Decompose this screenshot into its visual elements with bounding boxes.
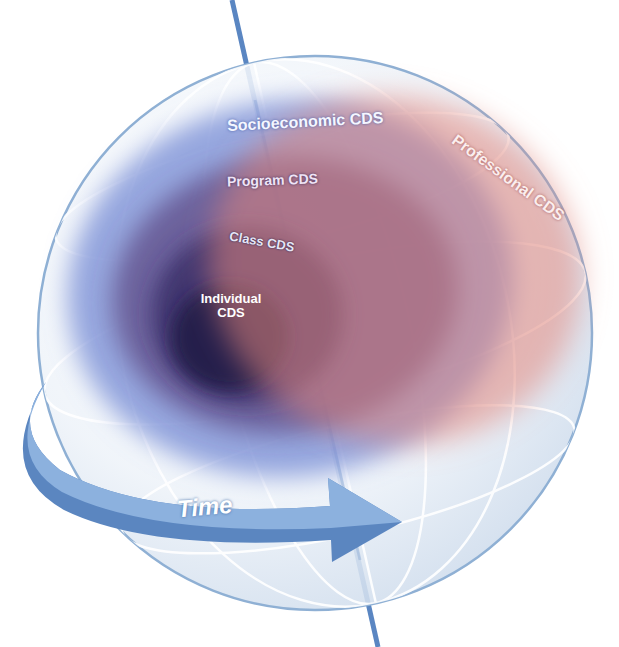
region-label: Program CDS [226,171,318,190]
ellipse-shape [195,85,595,455]
time-label: Time [176,492,234,523]
region-label: Individual CDS [195,292,267,321]
time-arrow-side [23,382,402,562]
time-arrow-top [27,382,402,529]
ellipse-fill [159,43,619,497]
ellipse-region: Professional CDS [195,85,595,455]
